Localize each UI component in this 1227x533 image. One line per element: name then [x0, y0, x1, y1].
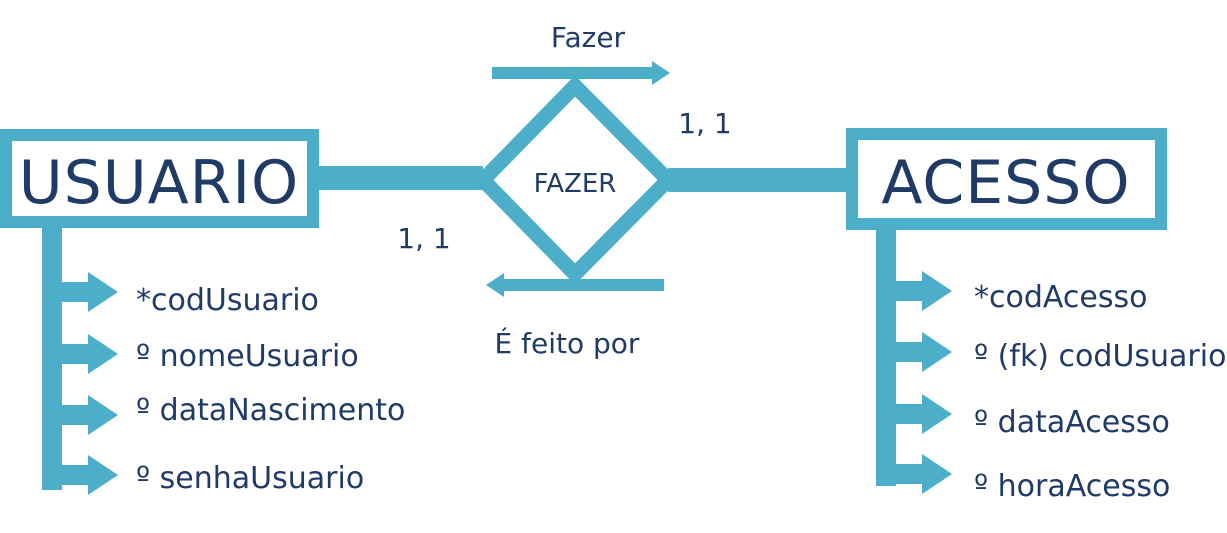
acesso-attribute-connectors	[876, 230, 952, 494]
attribute-datanascimento: º dataNascimento	[136, 393, 405, 428]
entity-usuario-title: USUARIO	[19, 148, 300, 218]
attribute-horaacesso: º horaAcesso	[974, 469, 1170, 504]
acesso-attributes: *codAcesso º (fk) codUsuario º dataAcess…	[974, 280, 1226, 504]
cardinality-right: 1, 1	[678, 107, 731, 140]
usuario-attributes: *codUsuario º nomeUsuario º dataNascimen…	[136, 283, 405, 496]
attribute-fk-codusuario: º (fk) codUsuario	[974, 339, 1226, 374]
attribute-codusuario: *codUsuario	[136, 283, 319, 318]
backward-label: É feito por	[495, 326, 640, 360]
cardinality-left: 1, 1	[397, 222, 450, 255]
relationship-name: FAZER	[534, 169, 617, 199]
forward-arrow-icon	[492, 61, 670, 85]
entity-acesso-title: ACESSO	[881, 148, 1130, 218]
entity-acesso: ACESSO	[846, 128, 1167, 230]
entity-usuario-box	[0, 129, 319, 228]
attribute-nomeusuario: º nomeUsuario	[136, 339, 359, 374]
entity-usuario: USUARIO	[0, 129, 319, 228]
attribute-codacesso: *codAcesso	[974, 280, 1147, 315]
relationship-diamond	[472, 75, 679, 285]
entity-acesso-box	[846, 128, 1167, 230]
attribute-dataacesso: º dataAcesso	[974, 405, 1170, 440]
attribute-senhausuario: º senhaUsuario	[136, 461, 364, 496]
backward-arrow-icon	[486, 273, 664, 297]
relationship-fazer: FAZER	[472, 75, 679, 285]
usuario-attribute-connectors	[42, 226, 118, 495]
forward-label: Fazer	[551, 21, 626, 54]
